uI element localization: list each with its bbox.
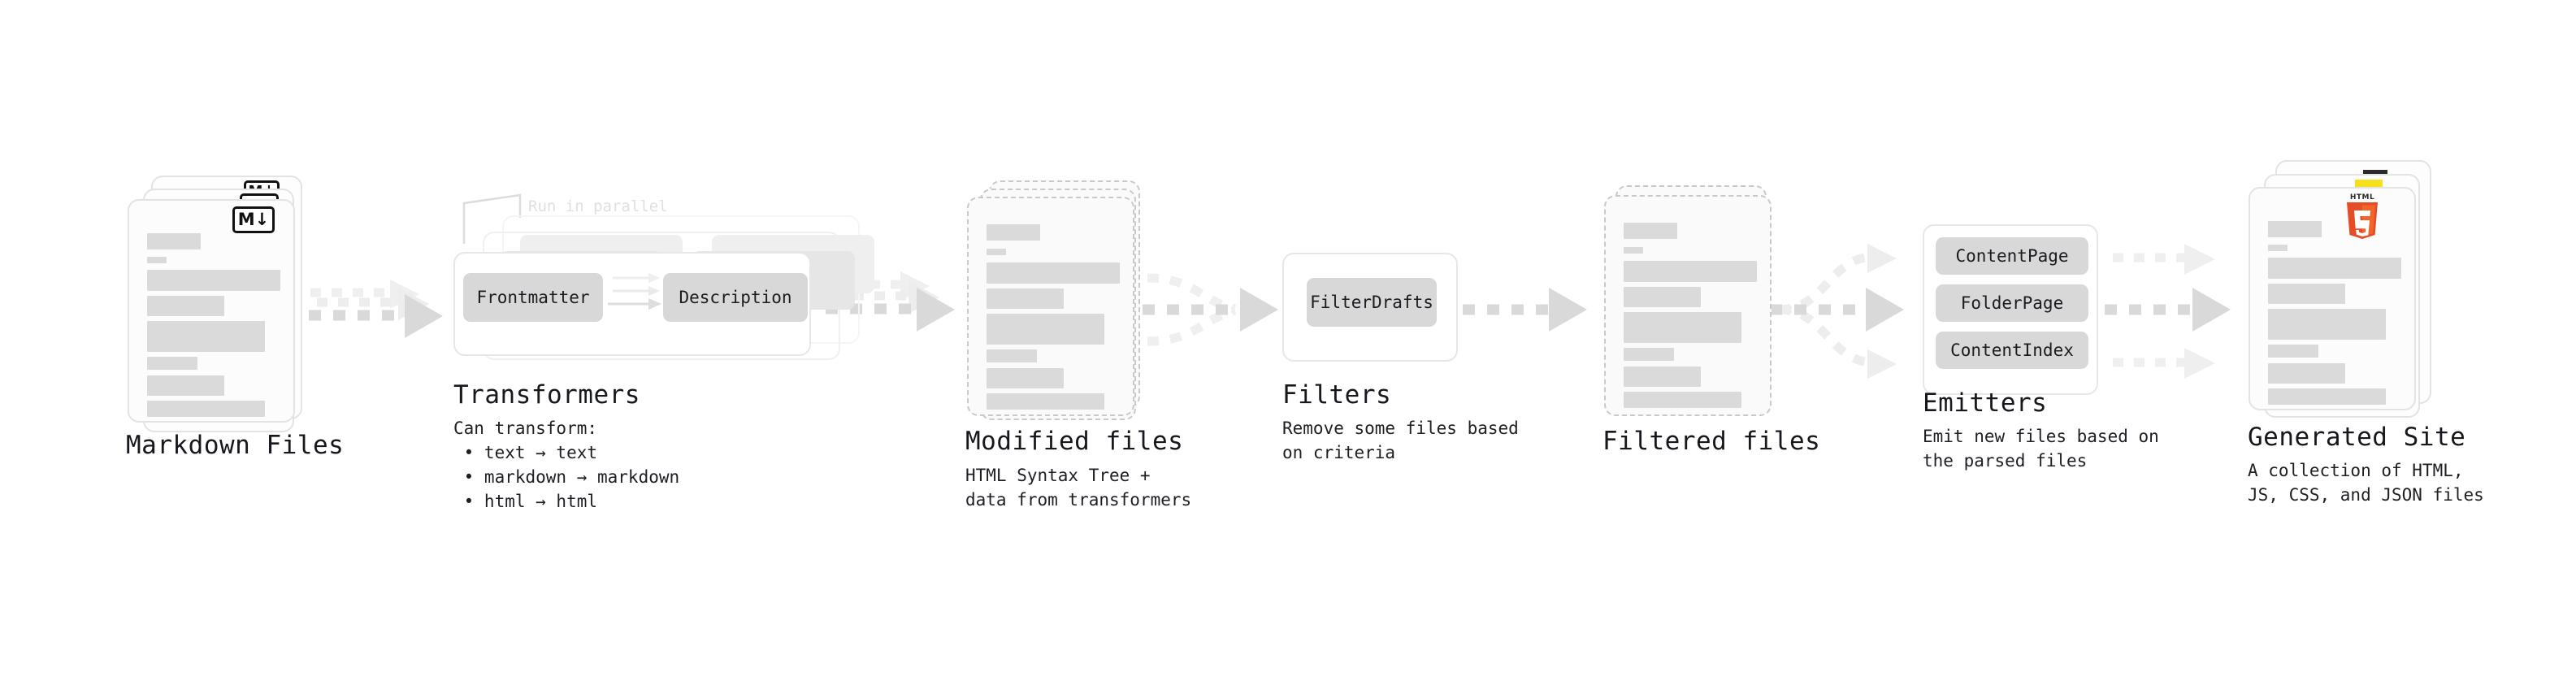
chip-frontmatter[interactable]: Frontmatter [463, 273, 603, 322]
html5-icon: HTML [2344, 193, 2380, 239]
content-bar [147, 401, 265, 417]
stage-title-filtered-files: Filtered files [1602, 427, 1821, 456]
chip-filterdrafts[interactable]: FilterDrafts [1307, 278, 1437, 327]
content-bar [1624, 367, 1701, 387]
content-bar [1624, 223, 1677, 239]
content-bar [2268, 221, 2322, 237]
chip-contentpage[interactable]: ContentPage [1936, 237, 2088, 275]
content-bar [147, 321, 265, 352]
site-card-html [2249, 187, 2416, 410]
content-bar [147, 357, 197, 370]
content-bar [2268, 245, 2288, 251]
content-bar [987, 349, 1037, 362]
arrow-filters-to-filtered [1463, 288, 1587, 332]
chip-contentindex[interactable]: ContentIndex [1936, 332, 2088, 369]
content-bar [1624, 348, 1674, 361]
stage-title-transformers: Transformers [453, 380, 640, 410]
run-in-parallel-label: Run in parallel [528, 197, 668, 215]
content-bar [2268, 309, 2386, 340]
content-bar [1624, 312, 1741, 343]
arrow-modified-to-filters [1143, 273, 1278, 346]
content-bar [987, 314, 1104, 345]
content-bar [987, 368, 1064, 388]
content-bar [987, 249, 1006, 255]
stage-title-generated-site: Generated Site [2248, 423, 2466, 452]
markdown-card-front [128, 199, 295, 423]
content-bar [2268, 258, 2401, 279]
content-bar [1624, 287, 1701, 307]
content-bar [147, 233, 201, 249]
arrow-filtered-to-emitters [1770, 244, 1904, 379]
content-bar [2268, 345, 2318, 358]
stage-desc-emitters: Emit new files based on the parsed files [1923, 427, 2159, 471]
content-bar [147, 270, 280, 291]
transformer-box-front[interactable]: Frontmatter Description [453, 252, 811, 356]
content-bar [987, 288, 1064, 309]
arrow-emitters-to-site [2105, 244, 2231, 379]
filtered-card-front [1604, 195, 1772, 416]
stage-desc-filters: Remove some files based on criteria [1282, 419, 1519, 462]
chip-folderpage[interactable]: FolderPage [1936, 284, 2088, 322]
content-bar [1624, 247, 1643, 254]
stage-desc-transformers: Can transform: • text → text • markdown … [453, 419, 680, 511]
html5-wordmark: HTML [2349, 193, 2375, 202]
stage-title-markdown-files: Markdown Files [126, 431, 345, 460]
content-bar [2268, 363, 2345, 384]
content-bar [147, 296, 224, 316]
chip-description[interactable]: Description [663, 273, 808, 322]
emitters-box[interactable]: ContentPage FolderPage ContentIndex [1923, 224, 2098, 395]
content-bar [2268, 388, 2386, 405]
content-bar [987, 393, 1104, 410]
stage-title-modified-files: Modified files [965, 427, 1184, 456]
content-bar [987, 224, 1040, 241]
modified-card-front [967, 197, 1134, 416]
stage-title-emitters: Emitters [1923, 388, 2048, 418]
arrow-markdown-to-transformers [309, 280, 443, 338]
stage-desc-modified-files: HTML Syntax Tree + data from transformer… [965, 466, 1192, 510]
content-bar [147, 257, 167, 263]
stage-title-filters: Filters [1282, 380, 1392, 410]
markdown-icon: M↓ [232, 206, 275, 233]
content-bar [1624, 261, 1757, 282]
content-bar [2268, 284, 2345, 304]
stage-desc-generated-site: A collection of HTML, JS, CSS, and JSON … [2248, 461, 2484, 505]
filters-box[interactable]: FilterDrafts [1282, 253, 1458, 362]
content-bar [1624, 392, 1741, 408]
content-bar [987, 262, 1120, 284]
content-bar [147, 375, 224, 396]
